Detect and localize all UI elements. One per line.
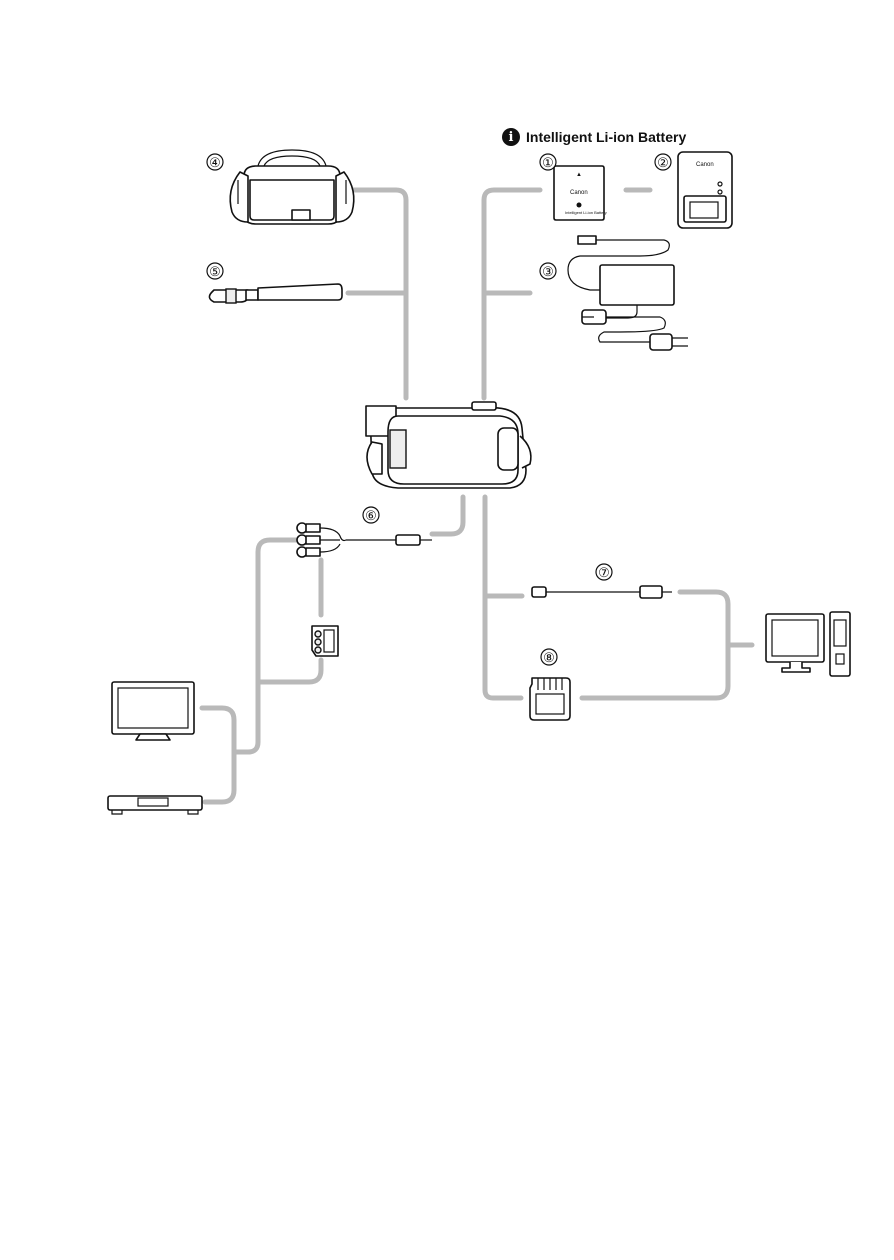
- connector-scart-down: [258, 660, 321, 682]
- svg-text:③: ③: [542, 264, 554, 279]
- connector-usb-pc: [582, 592, 728, 698]
- svg-text:⑤: ⑤: [209, 264, 221, 279]
- callout-3: ③: [540, 263, 556, 279]
- svg-text:⑥: ⑥: [365, 508, 377, 523]
- callout-2: ②: [655, 154, 671, 170]
- svg-text:⑦: ⑦: [598, 565, 610, 580]
- callout-5: ⑤: [207, 263, 223, 279]
- battery-pack-icon: ▲ Canon Intelligent Li-ion Battery: [554, 166, 607, 220]
- scart-adapter-icon: [312, 626, 338, 656]
- computer-icon: [766, 612, 850, 676]
- callout-1: ①: [540, 154, 556, 170]
- svg-text:②: ②: [657, 155, 669, 170]
- svg-text:④: ④: [209, 155, 221, 170]
- connector-av-cable: [432, 497, 463, 534]
- svg-text:▲: ▲: [576, 172, 582, 178]
- charger-brand: Canon: [696, 162, 714, 168]
- camcorder-icon: [366, 402, 531, 488]
- svg-text:①: ①: [542, 155, 554, 170]
- callout-6: ⑥: [363, 507, 379, 523]
- connector-tv: [202, 708, 234, 802]
- tv-icon: [112, 682, 194, 740]
- connector-av-vertical: [234, 540, 298, 752]
- vcr-icon: [108, 796, 202, 814]
- ac-adapter-icon: [568, 236, 688, 350]
- wrist-strap-icon: [209, 284, 342, 303]
- sd-card-icon: [530, 678, 570, 720]
- av-cable-icon: [297, 523, 432, 557]
- battery-charger-icon: Canon: [678, 152, 732, 228]
- battery-small-text: Intelligent Li-ion Battery: [565, 210, 607, 215]
- callout-7: ⑦: [596, 564, 612, 580]
- carrying-bag-icon: [230, 150, 354, 224]
- svg-text:⑧: ⑧: [543, 650, 555, 665]
- usb-cable-icon: [532, 586, 672, 598]
- callout-4: ④: [207, 154, 223, 170]
- callout-8: ⑧: [541, 649, 557, 665]
- battery-brand: Canon: [570, 190, 588, 196]
